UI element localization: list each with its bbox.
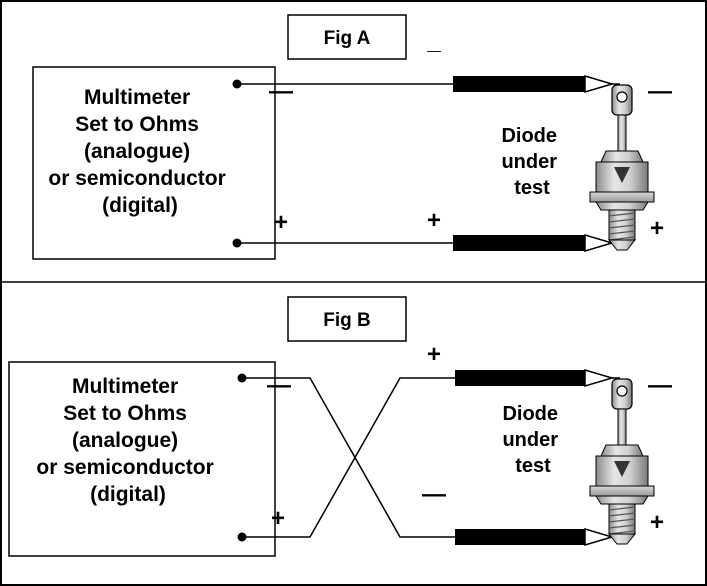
fig-a-multimeter-box: [32, 66, 276, 260]
fig-a-multimeter-label: Multimeter Set to Ohms (analogue) or sem…: [48, 86, 231, 217]
figure-a: Fig A _ Multimeter Set to Ohms (analogue…: [32, 14, 672, 260]
fig-a-meter-plus-sign: +: [274, 209, 288, 236]
fig-b-diode-line-2: under: [502, 429, 558, 451]
fig-a-diode: [589, 84, 655, 251]
fig-a-meter-line-2: Set to Ohms: [75, 113, 199, 136]
fig-b-positive-wire: [242, 377, 455, 538]
fig-a-meter-line-3: (analogue): [84, 140, 190, 163]
fig-b-meter-plus-sign: +: [271, 505, 285, 532]
fig-b-probe-minus-sign: —: [422, 481, 446, 508]
fig-a-meter-line-1: Multimeter: [84, 86, 190, 109]
fig-a-top-probe: [453, 74, 620, 94]
fig-b-diode-line-3: test: [515, 455, 551, 477]
fig-b-meter-line-5: (digital): [90, 483, 166, 506]
fig-b-diode-line-1: Diode: [502, 403, 558, 425]
fig-b-diode: [589, 378, 655, 545]
fig-a-probe-plus-sign: +: [427, 207, 441, 234]
fig-a-diode-line-1: Diode: [501, 125, 557, 147]
fig-b-diode-minus-sign: —: [648, 372, 672, 399]
fig-b-meter-line-1: Multimeter: [72, 375, 178, 398]
fig-a-diode-line-2: under: [501, 151, 557, 173]
fig-b-multimeter-box: [8, 361, 276, 557]
fig-b-meter-line-2: Set to Ohms: [63, 402, 187, 425]
fig-a-diode-plus-sign: +: [650, 215, 664, 242]
fig-b-meter-line-4: or semiconductor: [36, 456, 213, 479]
fig-a-diode-label: Diode under test: [501, 125, 562, 199]
fig-b-diode-plus-sign: +: [650, 509, 664, 536]
fig-b-title: Fig B: [323, 310, 371, 331]
fig-b-title-box: [287, 296, 407, 342]
fig-b-top-probe: [455, 368, 620, 388]
fig-b-multimeter-label: Multimeter Set to Ohms (analogue) or sem…: [36, 375, 219, 506]
fig-b-probe-plus-sign: +: [427, 341, 441, 368]
fig-a-diode-line-3: test: [514, 177, 550, 199]
fig-b-meter-line-3: (analogue): [72, 429, 178, 452]
fig-b-diode-label: Diode under test: [502, 403, 563, 477]
fig-b-meter-minus-sign: —: [267, 372, 291, 399]
fig-a-title: Fig A: [324, 28, 371, 49]
fig-a-title-minus-sign: _: [426, 28, 441, 55]
fig-a-meter-line-5: (digital): [102, 194, 178, 217]
figure-b: Fig B Multimeter Set to Ohms (analogue) …: [8, 296, 672, 557]
fig-b-bottom-probe: [455, 527, 615, 547]
fig-a-diode-minus-sign: —: [648, 78, 672, 105]
fig-a-meter-line-4: or semiconductor: [48, 167, 225, 190]
fig-a-meter-minus-sign: —: [269, 78, 293, 105]
fig-a-bottom-probe: [453, 233, 615, 253]
fig-a-title-box: [287, 14, 407, 60]
